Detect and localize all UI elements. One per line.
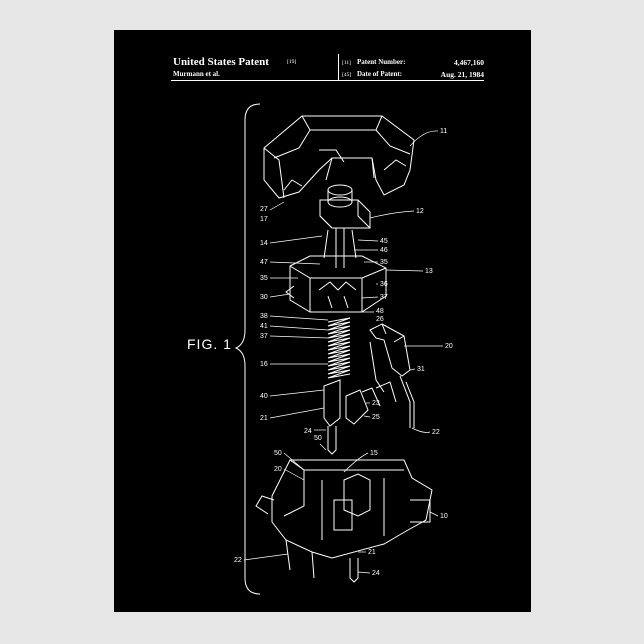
patent-number-code: [11]	[342, 60, 351, 66]
ref-numeral: 13	[425, 268, 433, 275]
ref-numeral: 12	[416, 208, 424, 215]
ref-numeral: 22	[432, 429, 440, 436]
ref-numeral: 10	[440, 513, 448, 520]
header-separator	[338, 54, 339, 80]
ref-numeral: 37	[380, 294, 388, 301]
ref-numeral: 40	[260, 393, 268, 400]
ref-numeral: 17	[260, 216, 268, 223]
date-label: Date of Patent:	[357, 70, 403, 78]
spring-part	[327, 317, 351, 379]
terminal-parts	[323, 379, 397, 455]
ref-numeral: 27	[260, 206, 268, 213]
ref-numeral: 21	[260, 415, 268, 422]
ref-numeral: 48	[376, 308, 384, 315]
ref-numeral: 50	[274, 450, 282, 457]
contact-leaf-part	[369, 323, 415, 428]
ref-numeral: 25	[372, 414, 380, 421]
figure-label: FIG. 1	[187, 336, 232, 352]
leader-lines	[243, 130, 443, 574]
inventor-name: Murmann et al.	[173, 70, 220, 78]
ref-numeral: 23	[372, 400, 380, 407]
ref-numeral: 36	[380, 281, 388, 288]
patent-poster: United States Patent [19] Murmann et al.…	[114, 30, 531, 612]
ref-numeral: 22	[234, 557, 242, 564]
ref-numeral: 20	[274, 466, 282, 473]
slider-part	[285, 255, 387, 313]
ref-numeral: 15	[370, 450, 378, 457]
base-housing-part	[255, 459, 433, 583]
patent-number-label: Patent Number:	[357, 58, 406, 66]
ref-numeral: 46	[380, 247, 388, 254]
header-rule	[171, 80, 484, 81]
exploded-switch-drawing: 11 27 17 12 14 45 46 47 35 13 35 36 30 3…	[234, 103, 453, 595]
title-code: [19]	[287, 59, 297, 65]
ref-numeral: 20	[445, 343, 453, 350]
ref-numeral: 14	[260, 240, 268, 247]
ref-numeral: 41	[260, 323, 268, 330]
ref-numeral: 11	[440, 128, 447, 135]
ref-numeral: 31	[417, 366, 425, 373]
patent-title: United States Patent	[173, 56, 269, 68]
ref-numeral: 35	[260, 275, 268, 282]
ref-numeral: 45	[380, 238, 388, 245]
patent-number: 4,467,160	[454, 58, 484, 67]
figure-brace	[234, 103, 261, 595]
ref-numeral: 30	[260, 294, 268, 301]
ref-numeral: 47	[260, 259, 268, 266]
ref-numeral: 24	[304, 428, 312, 435]
ref-numeral: 16	[260, 361, 268, 368]
ref-numeral: 50	[314, 435, 322, 442]
date-code: [45]	[342, 72, 352, 78]
ref-numeral: 26	[376, 316, 384, 323]
patent-date: Aug. 21, 1984	[440, 70, 484, 79]
ref-numeral: 35	[380, 259, 388, 266]
ref-numeral: 24	[372, 570, 380, 577]
ref-numeral: 21	[368, 549, 376, 556]
ref-numeral: 38	[260, 313, 268, 320]
plunger-part	[319, 184, 371, 268]
top-housing-part	[263, 115, 415, 199]
ref-numeral: 37	[260, 333, 268, 340]
